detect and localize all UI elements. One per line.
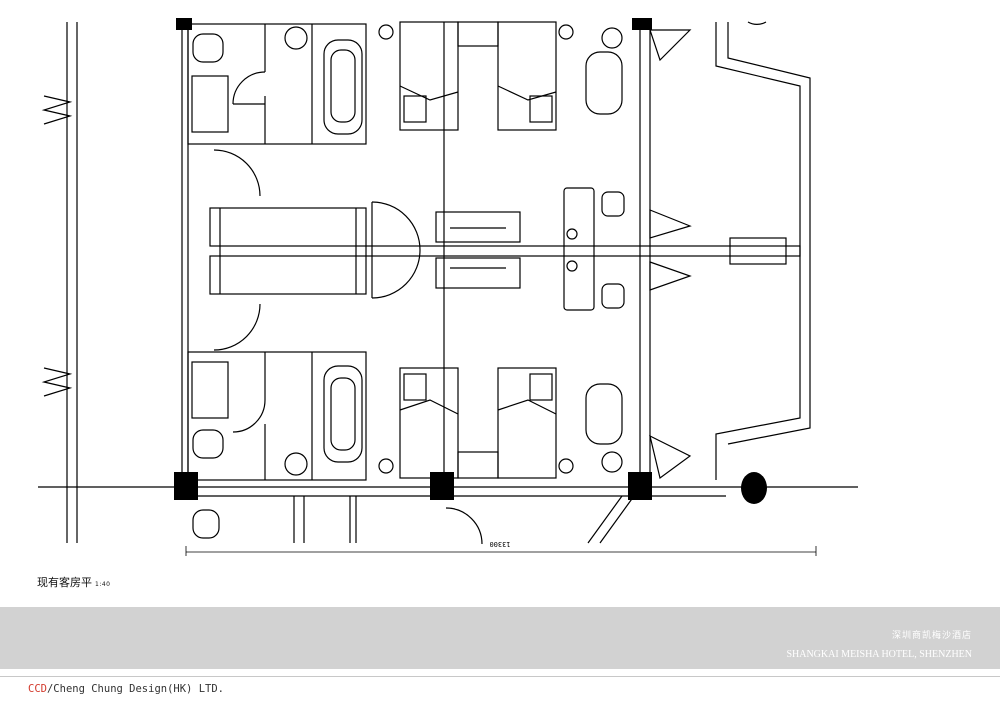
side-table [601,451,623,473]
toilet [192,509,220,539]
tv-unit [435,211,521,243]
structural-column [430,472,454,500]
pillow [529,373,553,401]
nightstand [457,451,499,479]
toilet [192,429,224,459]
desk-chair [601,283,625,309]
desk [563,187,595,311]
basin [284,452,308,476]
basin [284,26,308,50]
desk-lamp [566,260,578,272]
company-brand: CCD [28,683,47,695]
bed [399,21,459,131]
structural-column [174,472,198,500]
floor-plan-drawing: 13300 [38,18,858,556]
lamp [378,458,394,474]
bed [497,21,557,131]
structural-column [176,18,192,30]
side-table [601,27,623,49]
bathtub-lower [323,365,363,463]
door-swing [371,201,421,299]
entry-door-swing [213,149,261,197]
diagonal-wall [587,495,623,544]
balcony-outline [715,22,801,480]
balcony-arc [747,21,767,26]
hotel-name-cn: 深圳商凯梅沙酒店 [891,631,972,641]
shower-lower [191,361,229,419]
bathtub-upper [323,39,363,135]
curtain-mark [649,29,692,62]
armchair [585,51,623,115]
bed-fold [497,399,557,415]
desk-chair [601,191,625,217]
bed-fold [399,399,459,415]
dimension-label: 13300 [489,540,510,548]
hotel-name-en: SHANGKAI MEISHA HOTEL, SHENZHEN [786,649,972,660]
bed-fold [497,85,557,101]
curtain-mark [649,261,692,291]
bath-door-swing [232,399,266,433]
bathroom-lower [187,351,367,481]
caption-scale: 1:40 [95,581,111,588]
round-column [741,472,767,504]
armchair [585,383,623,445]
entry-door-swing [213,303,261,351]
bathtub-inner [330,377,356,451]
desk-lamp [566,228,578,240]
tv-unit [435,257,521,289]
curtain-mark [649,434,692,480]
bathtub-inner [330,49,356,123]
toilet [192,33,224,63]
party-wall [365,245,801,257]
bath-door-swing [232,71,266,105]
bed [497,367,557,479]
balcony-outline-outer [727,22,811,445]
tv-screen [450,227,506,269]
structural-column [632,18,652,30]
pillow [403,95,427,123]
door-swing [445,507,483,545]
structural-column [628,472,652,500]
pillow [403,373,427,401]
bathroom-upper [187,23,367,145]
window-mark [41,367,73,397]
wardrobe [209,255,367,295]
wardrobe [209,207,367,247]
caption-title: 现有客房平 [37,576,92,589]
bed-fold [399,85,459,101]
lamp [558,24,574,40]
bed [399,367,459,479]
balcony-panel [729,237,787,265]
lamp [558,458,574,474]
nightstand [457,21,499,47]
lamp [378,24,394,40]
diagonal-wall [599,495,635,544]
company-separator: / [46,683,54,695]
curtain-mark [649,209,692,239]
shower-upper [191,75,229,133]
window-mark [41,95,73,125]
pillow [529,95,553,123]
title-band [0,607,1000,669]
footer-divider [0,676,1000,677]
company-name: Cheng Chung Design(HK) LTD. [53,683,224,695]
company-credit: CCD/Cheng Chung Design(HK) LTD. [28,683,224,695]
